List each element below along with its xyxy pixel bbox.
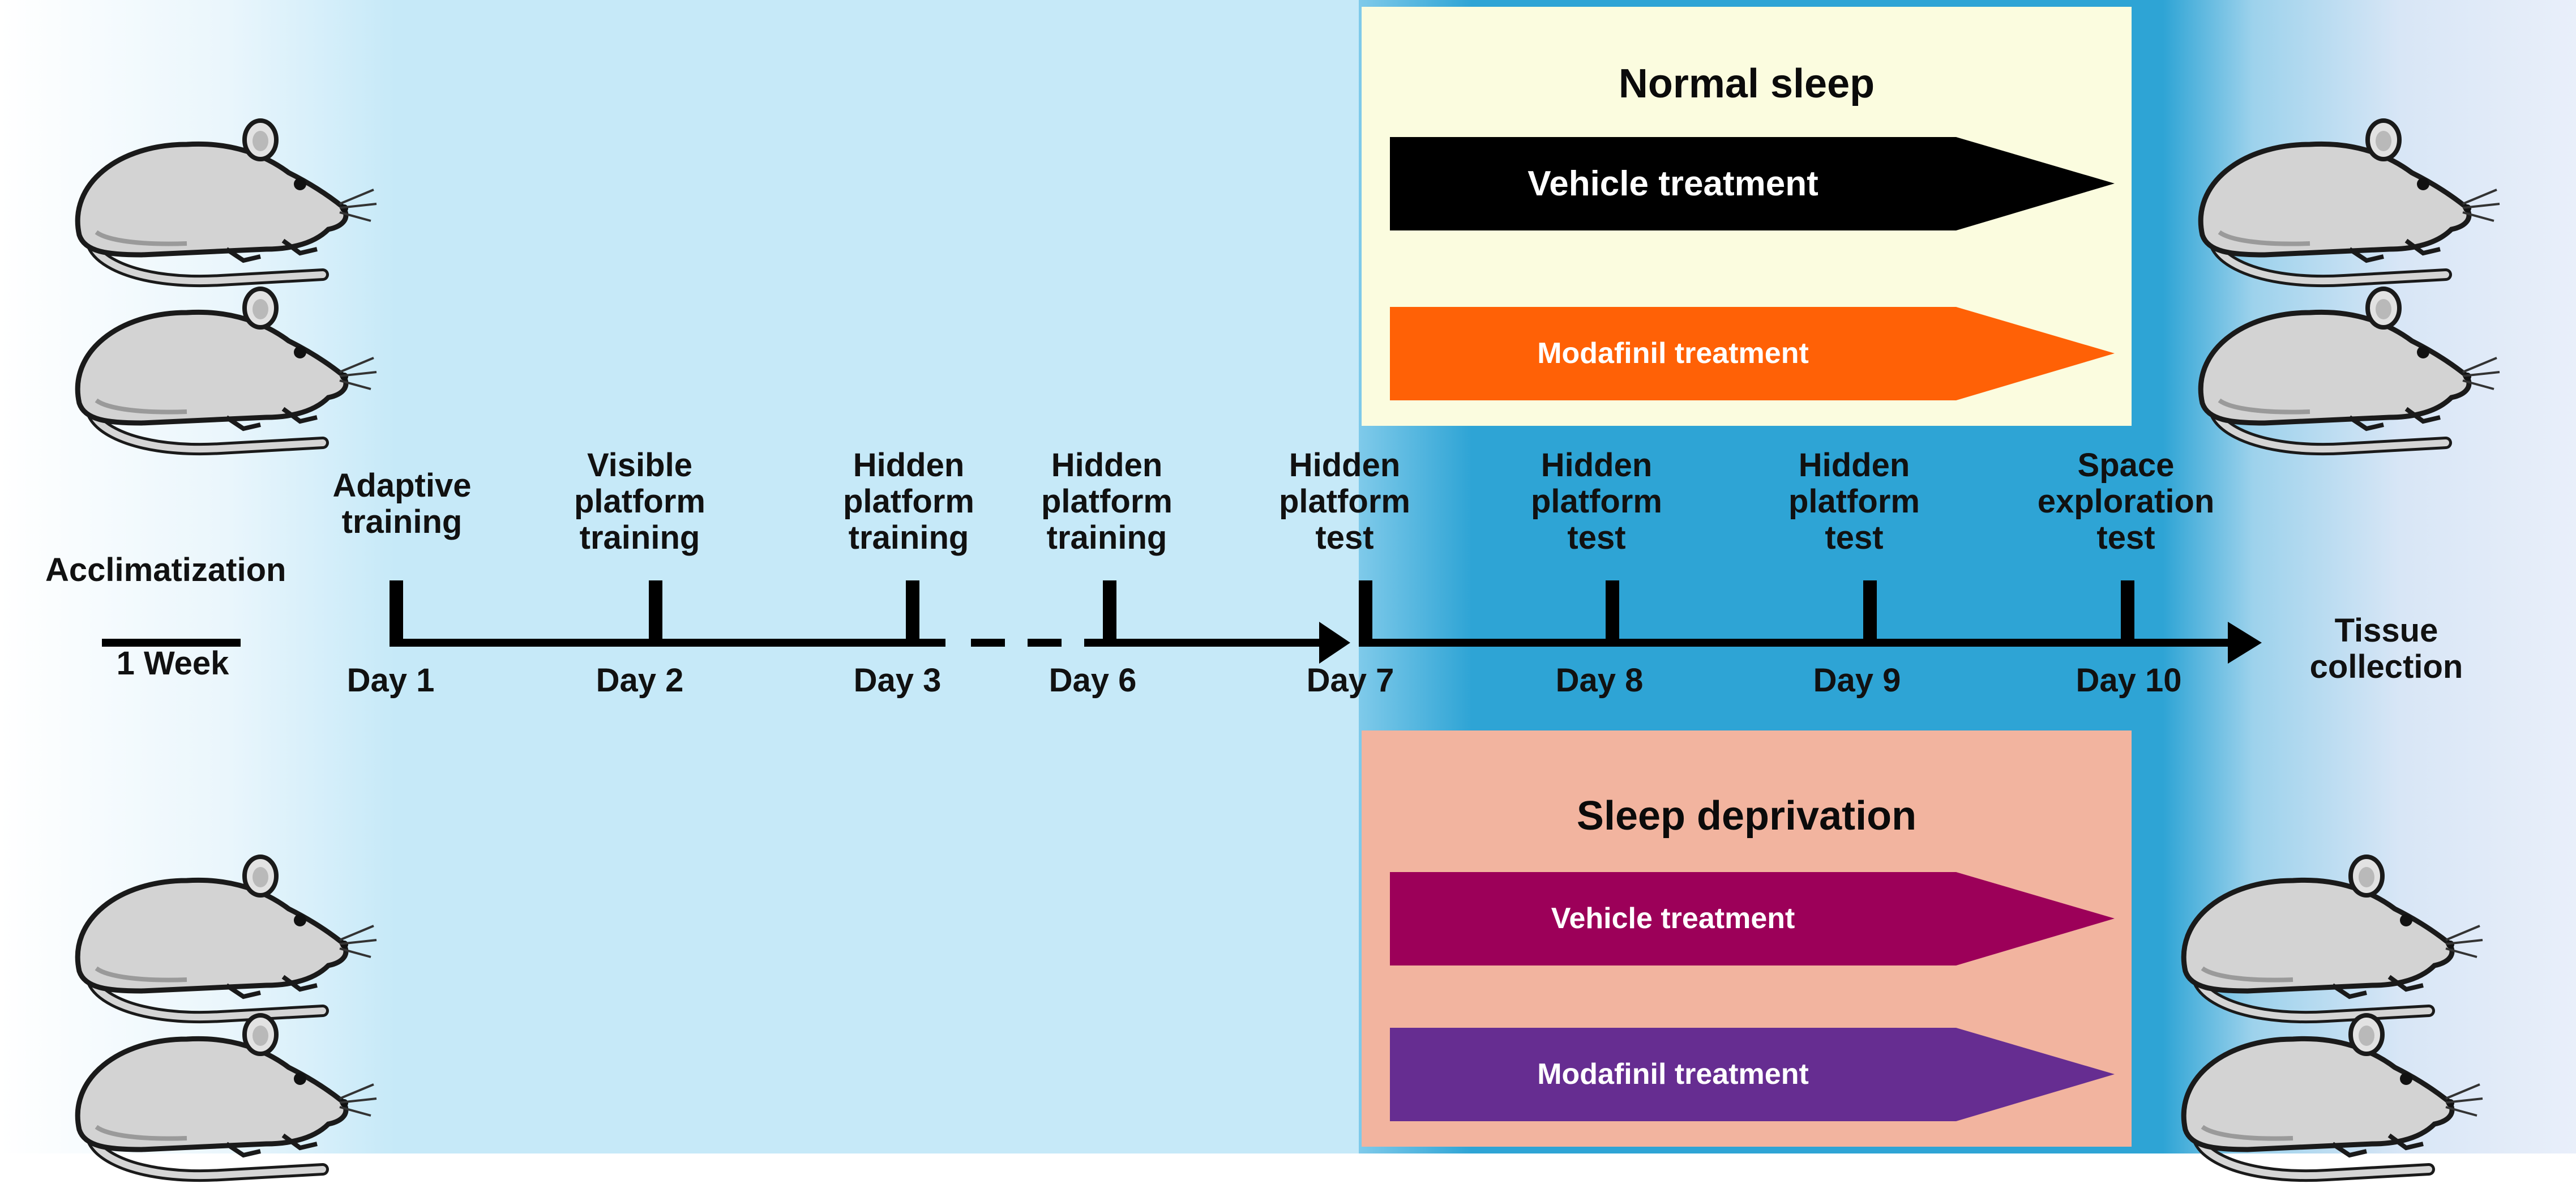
timeline-arrowhead-1 [1319, 622, 1350, 664]
normal-sleep-vehicle-arrow: Vehicle treatment [1390, 137, 2115, 230]
sleep-deprivation-panel: Sleep deprivation Vehicle treatment Moda… [1362, 730, 2132, 1147]
stage-label-day-1: Adaptive training [332, 467, 472, 540]
day-label-2: Day 2 [596, 662, 684, 699]
timeline-axis [102, 580, 2262, 664]
rat-right-4 [2163, 999, 2491, 1192]
day-label-9: Day 9 [1813, 662, 1901, 699]
normal-sleep-panel: Normal sleep Vehicle treatment Modafinil… [1362, 7, 2132, 426]
day-label-10: Day 10 [2076, 662, 2182, 699]
sleep-deprivation-modafinil-label: Modafinil treatment [1537, 1058, 1809, 1091]
stage-label-day-9: Hidden platform test [1788, 447, 1920, 556]
day-label-8: Day 8 [1555, 662, 1644, 699]
normal-sleep-title: Normal sleep [1618, 61, 1875, 106]
stage-label-day-6: Hidden platform training [1041, 447, 1173, 556]
rat-left-1 [57, 105, 385, 297]
tissue-collection-label: Tissue collection [2309, 612, 2463, 685]
day-label-6: Day 6 [1049, 662, 1137, 699]
scale-bar-label: 1 Week [116, 645, 229, 682]
sleep-deprivation-vehicle-arrow: Vehicle treatment [1390, 872, 2115, 965]
rat-left-2 [57, 273, 385, 465]
day-label-7: Day 7 [1306, 662, 1394, 699]
rat-right-1 [2180, 105, 2508, 297]
day-label-1: Day 1 [346, 662, 435, 699]
stage-label-day-8: Hidden platform test [1531, 447, 1662, 556]
timeline-arrowhead-2 [2228, 622, 2262, 664]
sleep-deprivation-title: Sleep deprivation [1576, 793, 1917, 839]
sleep-deprivation-modafinil-arrow: Modafinil treatment [1390, 1028, 2115, 1121]
background-training-phase [396, 0, 1359, 1153]
normal-sleep-modafinil-arrow: Modafinil treatment [1390, 307, 2115, 400]
stage-label-day-10: Space exploration test [2037, 447, 2215, 556]
normal-sleep-vehicle-label: Vehicle treatment [1527, 164, 1818, 203]
stage-label-day-2: Visible platform training [574, 447, 705, 556]
stage-label-day-3: Hidden platform training [843, 447, 974, 556]
stage-label-day-7: Hidden platform test [1279, 447, 1410, 556]
rat-right-2 [2180, 273, 2508, 465]
sleep-deprivation-vehicle-label: Vehicle treatment [1551, 902, 1795, 935]
acclimatization-label: Acclimatization [45, 552, 286, 588]
normal-sleep-modafinil-label: Modafinil treatment [1537, 337, 1809, 370]
day-label-3: Day 3 [853, 662, 942, 699]
rat-left-4 [57, 999, 385, 1192]
